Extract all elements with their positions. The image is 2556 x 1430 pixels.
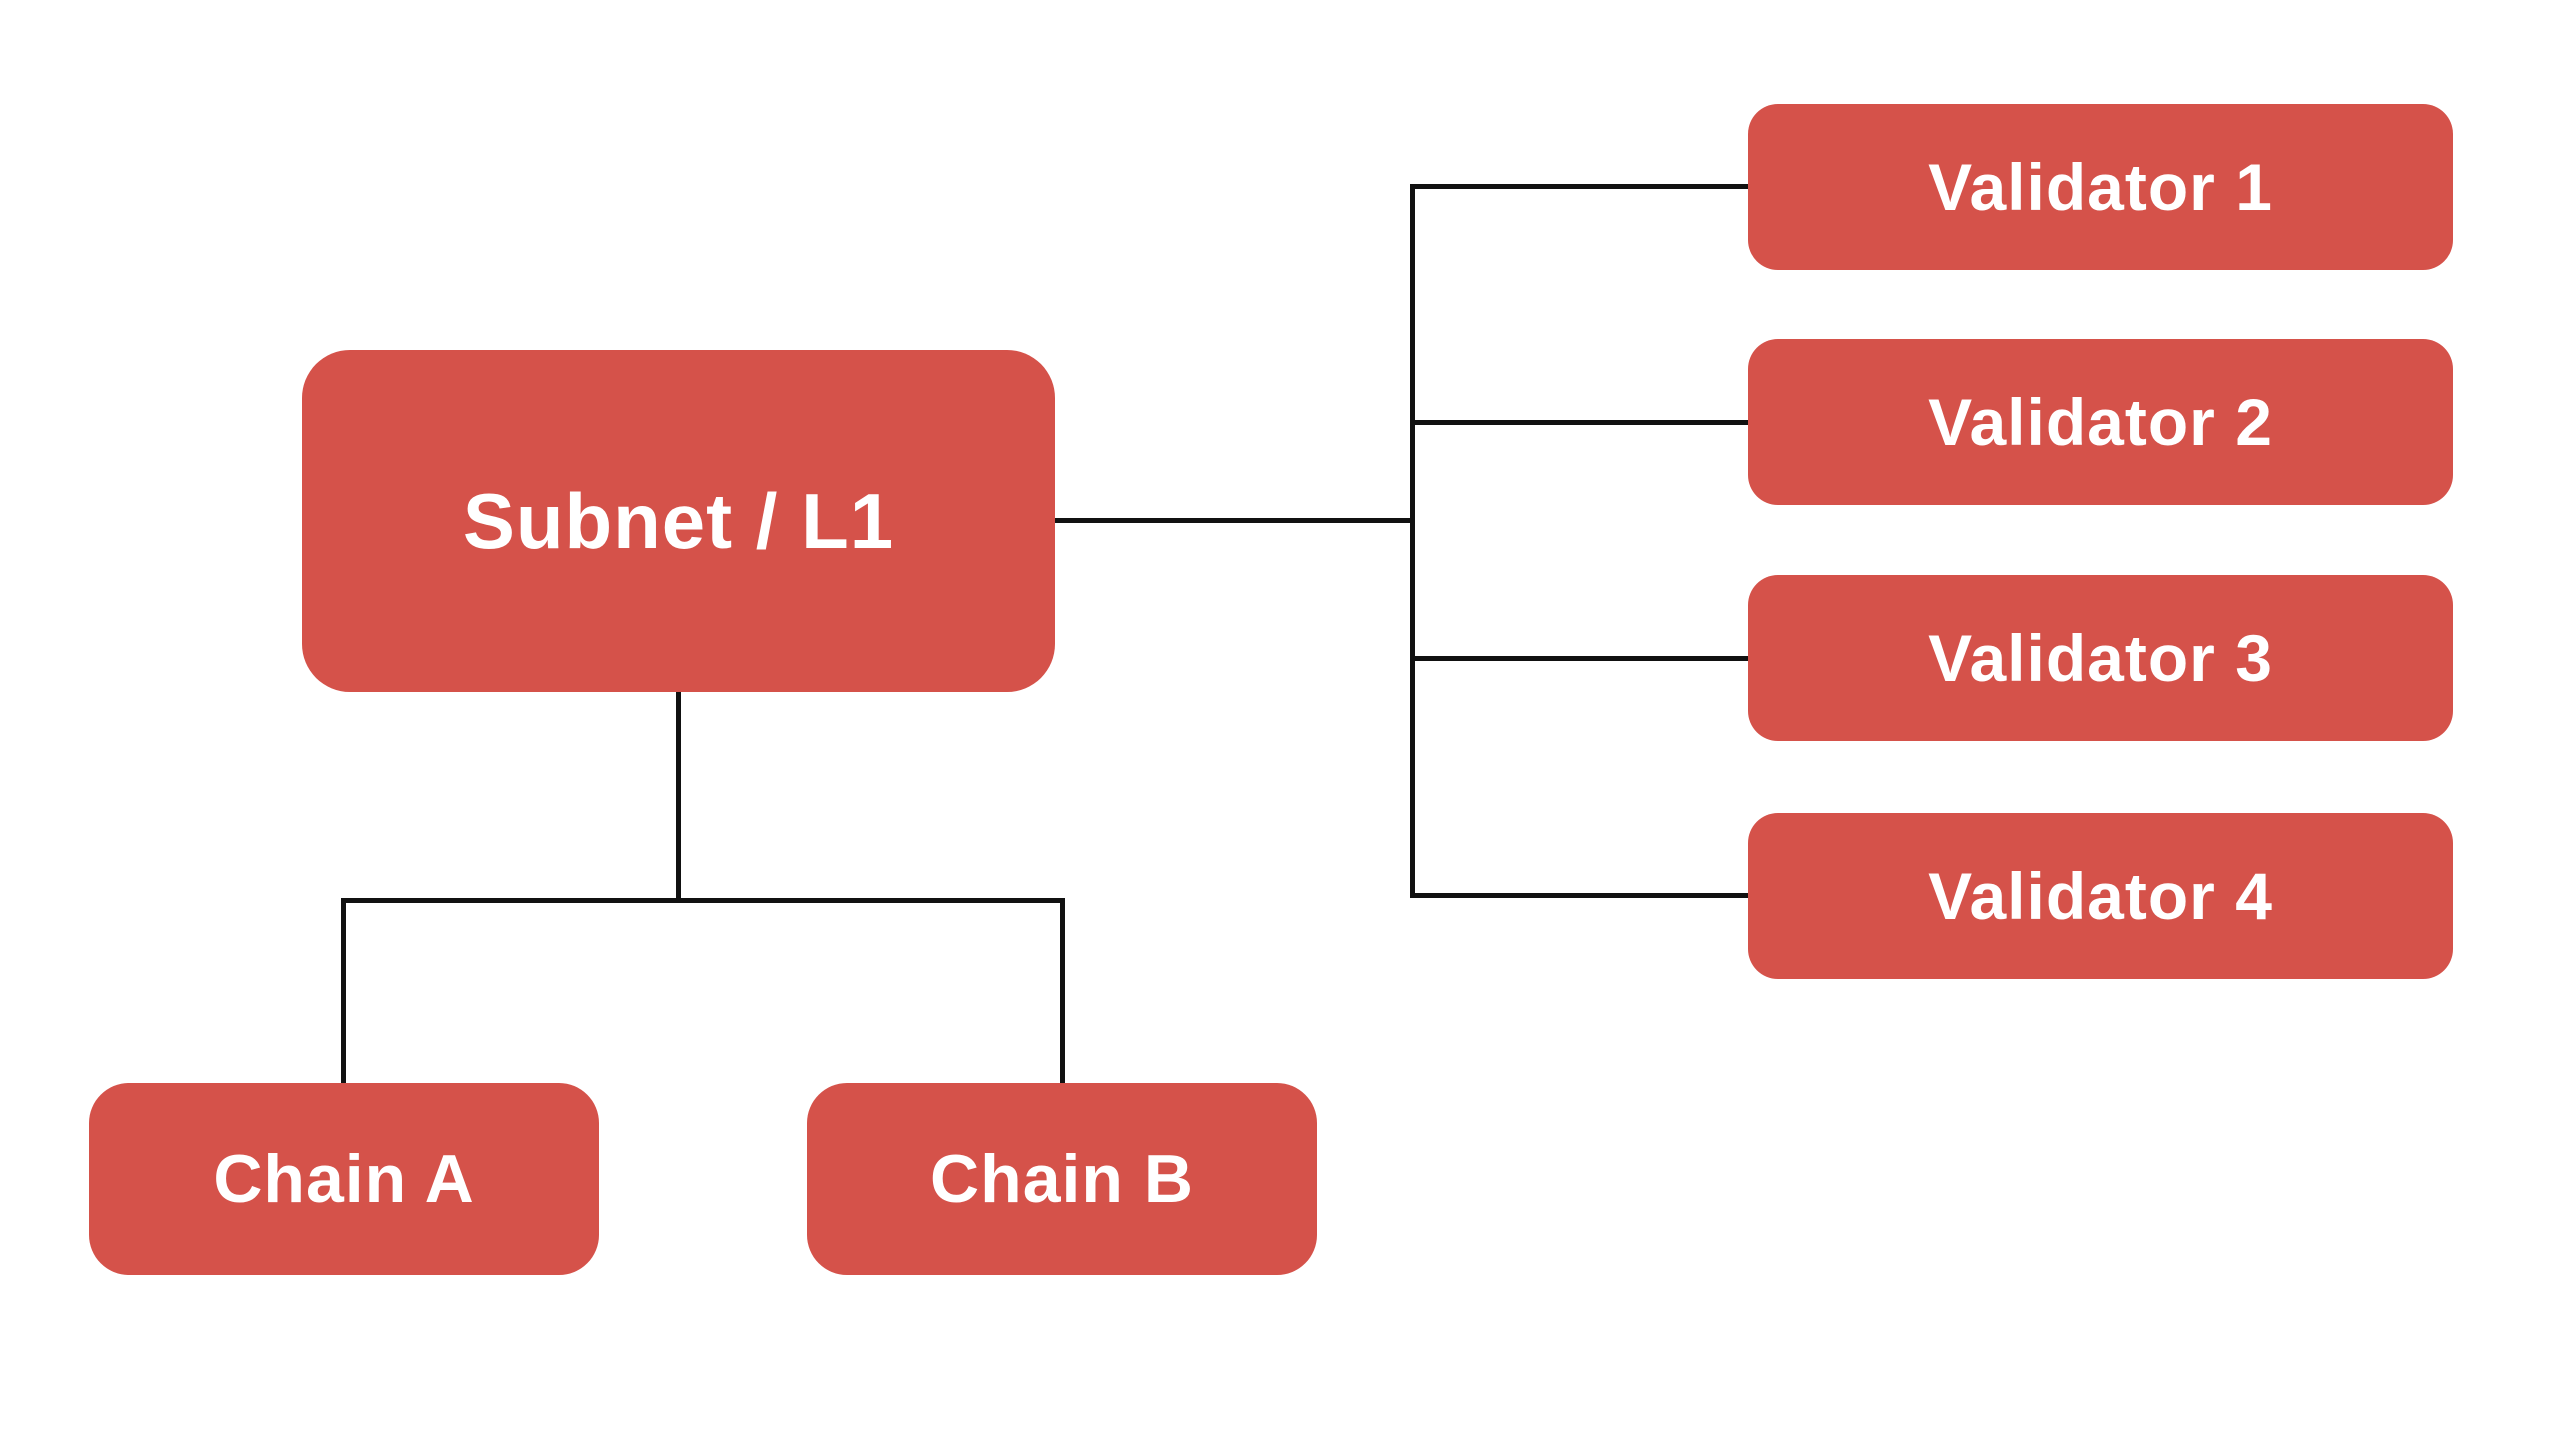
node-validator-2: Validator 2 xyxy=(1748,339,2453,505)
node-validator-4-label: Validator 4 xyxy=(1928,859,2273,933)
node-subnet-l1: Subnet / L1 xyxy=(302,350,1055,692)
connector-subnet-to-chains xyxy=(676,692,681,903)
connector-validator-trunk xyxy=(1410,184,1415,898)
node-subnet-l1-label: Subnet / L1 xyxy=(462,476,895,565)
node-validator-1-label: Validator 1 xyxy=(1928,150,2273,224)
connector-chain-crossbar xyxy=(341,898,1065,903)
node-validator-2-label: Validator 2 xyxy=(1928,385,2273,459)
connector-subnet-to-trunk xyxy=(1050,518,1415,523)
node-validator-1: Validator 1 xyxy=(1748,104,2453,270)
node-chain-b: Chain B xyxy=(807,1083,1317,1275)
node-validator-3-label: Validator 3 xyxy=(1928,621,2273,695)
connector-drop-chain-a xyxy=(341,898,346,1085)
node-validator-4: Validator 4 xyxy=(1748,813,2453,979)
connector-branch-validator-3 xyxy=(1410,656,1748,661)
node-chain-a-label: Chain A xyxy=(213,1141,475,1217)
connector-branch-validator-4 xyxy=(1410,893,1748,898)
connector-branch-validator-1 xyxy=(1410,184,1748,189)
connector-branch-validator-2 xyxy=(1410,420,1748,425)
connector-drop-chain-b xyxy=(1060,898,1065,1085)
node-validator-3: Validator 3 xyxy=(1748,575,2453,741)
node-chain-b-label: Chain B xyxy=(930,1141,1194,1217)
node-chain-a: Chain A xyxy=(89,1083,599,1275)
